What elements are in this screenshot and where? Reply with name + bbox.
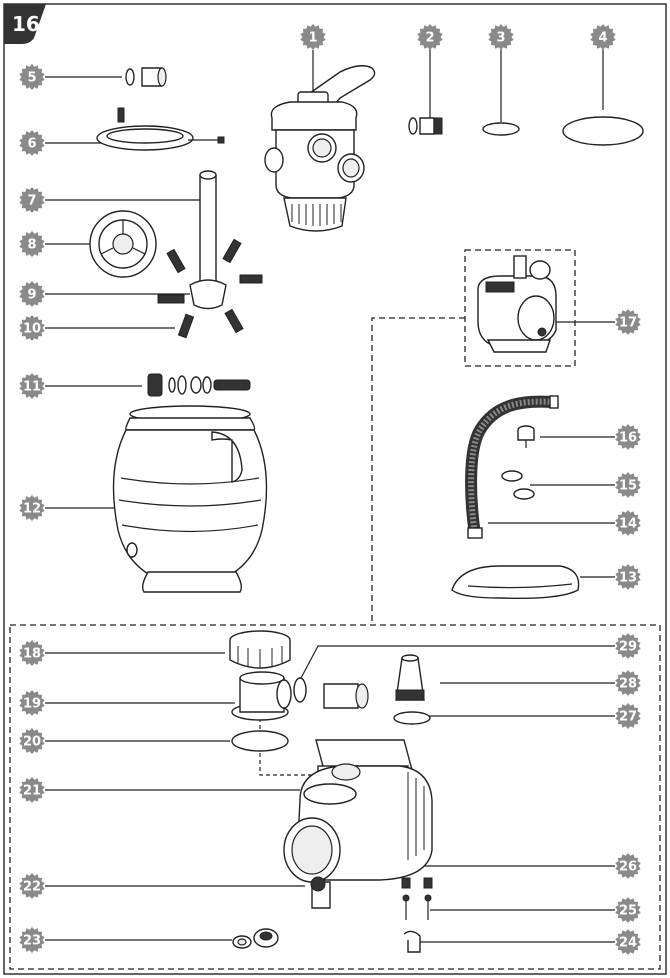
part-label-18: 18 — [23, 647, 41, 662]
part-badge-25: 25 — [615, 897, 641, 923]
part-label-12: 12 — [23, 502, 41, 517]
part-badge-10: 10 — [19, 315, 45, 341]
part-badge-17: 17 — [615, 309, 641, 335]
outlet-adapter — [395, 654, 425, 701]
part-badge-21: 21 — [19, 777, 45, 803]
elbow-fitting — [231, 671, 292, 721]
pump-body — [283, 739, 433, 909]
drain-assembly — [147, 373, 251, 397]
part-label-27: 27 — [619, 710, 637, 725]
part-label-26: 26 — [619, 860, 637, 875]
clamp-ring — [96, 107, 225, 151]
part-badge-2: 2 — [417, 24, 443, 50]
pump-exploded-box — [9, 624, 661, 970]
part-label-10: 10 — [23, 322, 41, 337]
part-badge-29: 29 — [615, 633, 641, 659]
dashed-connector — [371, 317, 465, 625]
part-label-28: 28 — [619, 677, 637, 692]
part-label-4: 4 — [598, 31, 607, 46]
flexible-hose — [465, 395, 559, 539]
hose-clamps — [501, 470, 535, 500]
page-number: 16 — [12, 12, 40, 36]
part-label-19: 19 — [23, 697, 41, 712]
part-label-23: 23 — [23, 934, 41, 949]
part-label-25: 25 — [619, 904, 637, 919]
part-badge-8: 8 — [19, 231, 45, 257]
part-label-11: 11 — [23, 380, 41, 395]
part-badge-22: 22 — [19, 873, 45, 899]
part-badge-16: 16 — [615, 424, 641, 450]
part-badge-4: 4 — [590, 24, 616, 50]
part-label-22: 22 — [23, 880, 41, 895]
outer-frame — [3, 3, 667, 975]
part-label-20: 20 — [23, 735, 41, 750]
pump-highlight-box — [464, 249, 576, 367]
part-label-14: 14 — [619, 517, 637, 532]
part-badge-18: 18 — [19, 640, 45, 666]
small-cap — [403, 930, 421, 953]
hose-adapter-with-o-ring — [125, 67, 167, 87]
small-gasket — [482, 122, 520, 136]
part-badge-27: 27 — [615, 703, 641, 729]
part-label-15: 15 — [619, 479, 637, 494]
part-badge-3: 3 — [488, 24, 514, 50]
part-label-3: 3 — [496, 31, 505, 46]
part-label-21: 21 — [23, 784, 41, 799]
drain-plugs — [232, 928, 279, 949]
part-badge-7: 7 — [19, 187, 45, 213]
part-label-24: 24 — [619, 936, 637, 951]
connector-with-o-ring — [408, 117, 443, 135]
part-badge-1: 1 — [300, 24, 326, 50]
part-label-9: 9 — [27, 288, 36, 303]
part-label-16: 16 — [619, 431, 637, 446]
leader-lines — [45, 48, 615, 943]
adapter-with-o-ring — [293, 677, 369, 709]
part-label-17: 17 — [619, 316, 637, 331]
part-label-6: 6 — [27, 137, 36, 152]
union-nut — [229, 630, 291, 669]
part-label-8: 8 — [27, 238, 36, 253]
page-number-tab: 16 — [4, 4, 46, 44]
part-badge-11: 11 — [19, 373, 45, 399]
part-label-1: 1 — [308, 31, 317, 46]
stand-pipe-with-laterals — [157, 170, 263, 339]
part-badge-23: 23 — [19, 927, 45, 953]
part-label-5: 5 — [27, 71, 36, 86]
elbow-gasket — [231, 730, 289, 752]
part-badge-5: 5 — [19, 64, 45, 90]
outlet-o-ring — [393, 711, 431, 725]
part-badge-19: 19 — [19, 690, 45, 716]
multiport-valve — [264, 65, 376, 232]
filter-tank — [112, 405, 268, 593]
part-badge-15: 15 — [615, 472, 641, 498]
part-label-2: 2 — [425, 31, 434, 46]
part-badge-9: 9 — [19, 281, 45, 307]
part-badge-6: 6 — [19, 130, 45, 156]
air-release-cap — [517, 425, 535, 448]
part-badge-24: 24 — [615, 929, 641, 955]
pump-small — [477, 255, 557, 353]
part-label-7: 7 — [27, 194, 36, 209]
part-badge-14: 14 — [615, 510, 641, 536]
screws-and-nuts — [401, 877, 433, 920]
large-gasket — [562, 116, 644, 146]
part-label-29: 29 — [619, 640, 637, 655]
cover-mat — [451, 565, 580, 599]
part-badge-12: 12 — [19, 495, 45, 521]
part-label-13: 13 — [619, 571, 637, 586]
strainer-disc — [89, 210, 157, 278]
part-badge-20: 20 — [19, 728, 45, 754]
part-badge-26: 26 — [615, 853, 641, 879]
part-badge-13: 13 — [615, 564, 641, 590]
part-badge-28: 28 — [615, 670, 641, 696]
